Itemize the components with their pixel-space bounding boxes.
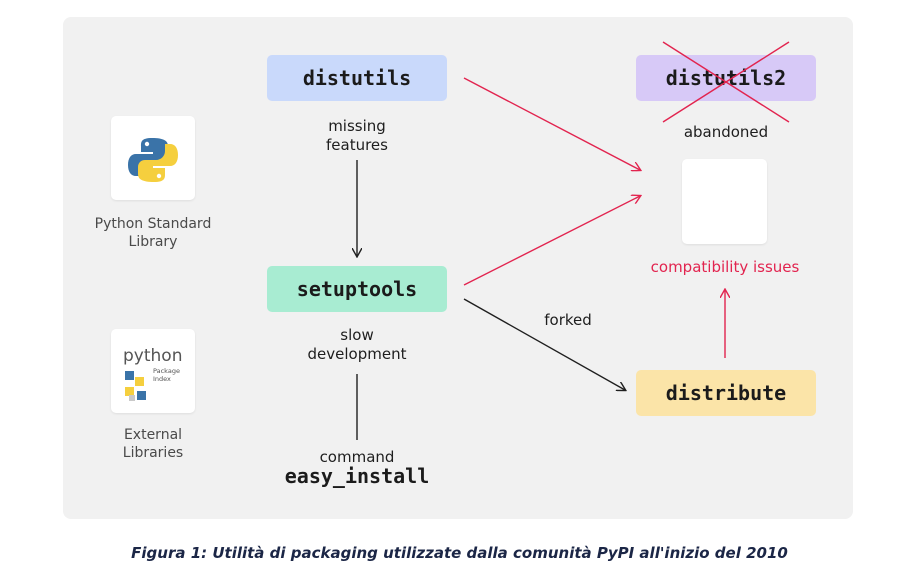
- compatibility-issues-label: compatibility issues: [650, 258, 800, 276]
- pypi-logo-icon: python Package Index: [123, 346, 182, 401]
- python-standard-library-label: Python Standard Library: [94, 216, 212, 250]
- distribute-node: distribute: [636, 370, 816, 416]
- svg-text:Package: Package: [153, 367, 180, 375]
- python-logo-icon: [128, 138, 178, 182]
- figure-caption: Figura 1: Utilità di packaging utilizzat…: [131, 544, 788, 562]
- svg-text:python: python: [123, 346, 182, 366]
- slow-development-label: slow development: [307, 326, 407, 363]
- arrow-setuptools-to-compatibility: [463, 196, 640, 286]
- compatibility-issues-card: [682, 159, 767, 244]
- abandoned-label: abandoned: [683, 123, 769, 141]
- python-logo-card: [111, 116, 195, 200]
- missing-features-label: missing features: [326, 117, 388, 154]
- pypi-logo-card: python Package Index: [111, 329, 195, 413]
- svg-text:Index: Index: [153, 375, 171, 383]
- external-libraries-label: External Libraries: [122, 427, 184, 461]
- setuptools-node: setuptools: [267, 266, 447, 312]
- forked-label: forked: [544, 311, 592, 329]
- command-label: command: [319, 448, 395, 466]
- easy-install-label: easy_install: [284, 464, 430, 488]
- arrow-setuptools-to-distribute: [463, 298, 625, 390]
- distutils2-node: distutils2: [636, 55, 816, 101]
- arrow-distutils-to-compatibility: [463, 77, 640, 170]
- distutils-node: distutils: [267, 55, 447, 101]
